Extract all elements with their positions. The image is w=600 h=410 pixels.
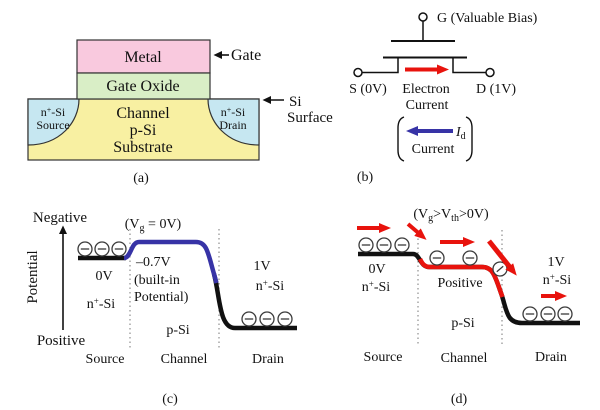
region-channel-label: Channel [441, 351, 488, 366]
si-surface-label-line1: Si [289, 94, 302, 110]
source-voltage-label: 0V [95, 269, 112, 284]
electron-icon [111, 241, 127, 257]
builtin-label-line2: Potential) [134, 290, 189, 305]
panel-c-caption: (c) [162, 392, 178, 407]
electron-icon [358, 237, 374, 253]
panel-b: G (Valuable Bias) S (0V) Electron Curren… [349, 11, 538, 185]
region-channel-label: Channel [161, 352, 208, 367]
flow-arrow-drop-icon [487, 239, 517, 276]
electron-icon [259, 311, 275, 327]
electron-icon [376, 237, 392, 253]
drain-lead [452, 58, 486, 74]
panel-c: Negative Potential Positive (Vg = 0V) 0V… [25, 210, 297, 407]
builtin-label-line1: (built-in [134, 273, 180, 288]
region-source-label: Source [86, 352, 125, 367]
electron-icon [277, 311, 293, 327]
panel-a-caption: (a) [133, 171, 149, 186]
psi-label: p-Si [166, 323, 189, 338]
substrate-label: Substrate [113, 139, 173, 156]
electron-icon [557, 306, 573, 322]
channel-label: Channel [116, 105, 170, 122]
psi-label: p-Si [451, 316, 474, 331]
source-nsi-label: n+-Si [41, 105, 66, 119]
drain-nsi-label: n+-Si [221, 105, 246, 119]
axis-positive-label: Positive [37, 333, 86, 349]
electron-current-label-line2: Current [406, 98, 449, 113]
builtin-voltage-label: –0.7V [135, 255, 171, 270]
panel-d: (Vg>Vth>0V) 0V n+-Si Positive p-Si 1V n+… [357, 207, 580, 407]
gate-pointer-label: Gate [231, 47, 261, 64]
electron-icon [462, 250, 478, 266]
panel-d-caption: (d) [451, 392, 468, 407]
drain-terminal-circle [485, 67, 495, 78]
source-region [27, 98, 80, 146]
source-nsi-label: n+-Si [362, 279, 391, 295]
gate-condition-label: (Vg>Vth>0V) [413, 207, 489, 224]
source-nsi-label: n+-Si [87, 296, 116, 312]
electron-icon [522, 306, 538, 322]
gate-terminal-circle [418, 12, 428, 22]
channel-positive-label: Positive [437, 276, 482, 291]
metal-label: Metal [124, 49, 162, 66]
axis-negative-label: Negative [33, 210, 87, 226]
region-source-label: Source [364, 350, 403, 365]
region-drain-label: Drain [252, 352, 284, 367]
electron-icon [394, 237, 410, 253]
electron-icon [77, 241, 93, 257]
source-terminal-label: S (0V) [349, 82, 387, 97]
panel-b-caption: (b) [357, 170, 374, 185]
source-voltage-label: 0V [368, 262, 385, 277]
left-bracket [397, 116, 405, 162]
electron-icon [94, 241, 110, 257]
source-lead [362, 58, 399, 74]
drain-label: Drain [219, 118, 246, 132]
source-terminal-circle [353, 67, 363, 78]
drain-voltage-label: 1V [253, 259, 270, 274]
drain-region [207, 98, 260, 146]
axis-potential-label: Potential [25, 250, 41, 303]
gate-terminal-label: G (Valuable Bias) [437, 11, 538, 26]
si-surface-label-line2: Surface [287, 110, 333, 126]
drain-voltage-label: 1V [547, 255, 564, 270]
drain-nsi-label: n+-Si [543, 272, 572, 288]
metal-layer [76, 39, 211, 74]
electron-current-label-line1: Electron [402, 82, 449, 97]
electron-icon [429, 250, 445, 266]
panel-a: Metal Gate Oxide Channel p-Si Substrate … [27, 39, 333, 186]
channel-barrier-line [123, 239, 219, 284]
drain-terminal-label: D (1V) [476, 82, 516, 97]
region-drain-label: Drain [535, 350, 567, 365]
gate-condition-label: (Vg = 0V) [125, 217, 182, 234]
gate-oxide-layer [76, 72, 211, 100]
flow-arrow-step-icon [406, 222, 427, 240]
psi-label: p-Si [130, 122, 157, 139]
source-label: Source [36, 118, 69, 132]
id-symbol: Id [455, 125, 466, 142]
gate-oxide-label: Gate Oxide [106, 78, 179, 95]
right-bracket [465, 116, 473, 162]
drain-current-label: Current [412, 142, 455, 157]
electron-icon [540, 306, 556, 322]
drain-nsi-label: n+-Si [256, 278, 285, 294]
electron-icon [241, 311, 257, 327]
lowered-channel-line [417, 257, 505, 298]
